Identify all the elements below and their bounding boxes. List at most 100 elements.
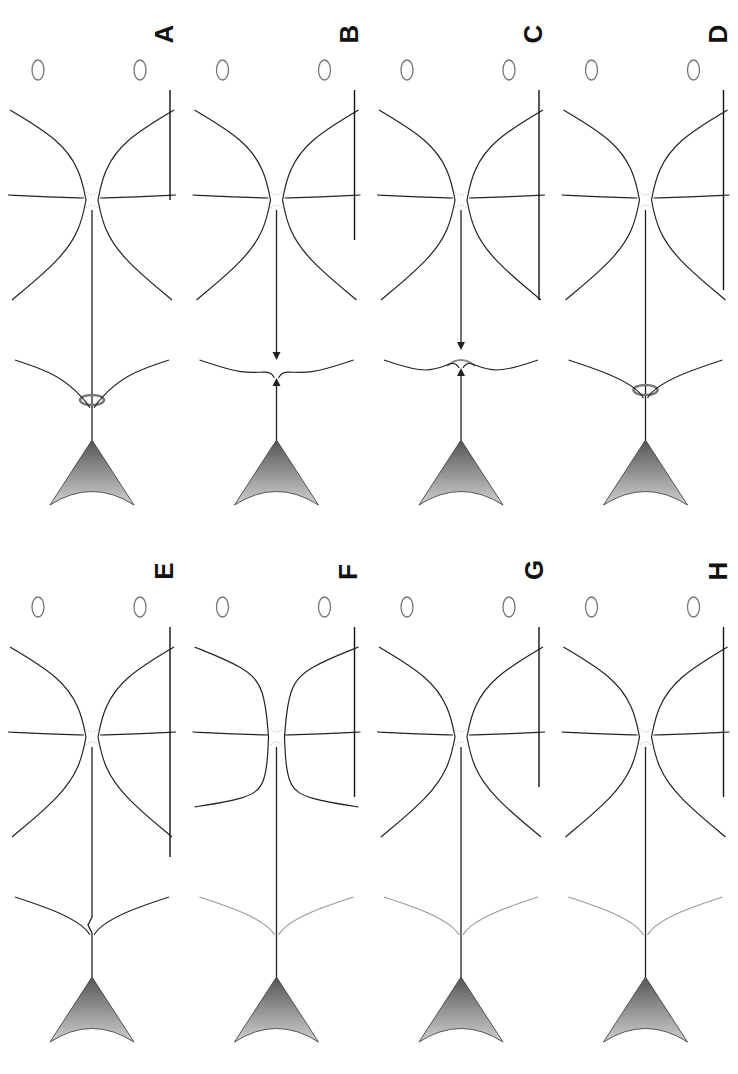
arm-line <box>15 897 90 935</box>
shaded-fork <box>235 440 319 505</box>
midline <box>460 747 461 977</box>
cartilage-line <box>8 732 84 735</box>
cartilage-line <box>377 195 453 198</box>
panel-drawing <box>377 597 545 1042</box>
cartilage-line <box>654 195 730 198</box>
eye <box>319 60 331 80</box>
midline <box>645 210 646 440</box>
panel-drawing <box>377 60 545 505</box>
cartilage-line <box>285 732 361 735</box>
panel-drawing <box>8 597 176 1042</box>
arm-line <box>279 360 354 378</box>
cartilage-line <box>195 110 271 200</box>
cartilage-line <box>285 737 359 807</box>
cartilage-line <box>652 647 728 737</box>
cartilage-line <box>10 110 86 200</box>
panel-drawing <box>8 60 176 505</box>
shaded-fork <box>235 977 319 1042</box>
scale-bar <box>538 627 539 787</box>
panel-letter: H <box>704 560 732 581</box>
cartilage-line <box>283 200 357 300</box>
joint <box>271 192 283 208</box>
cartilage-line <box>100 732 176 735</box>
joint <box>86 729 98 745</box>
joint <box>455 729 467 745</box>
panel-letter: A <box>150 23 178 44</box>
cartilage-line <box>98 647 174 737</box>
panel-letter: E <box>150 562 178 581</box>
cartilage-line <box>193 732 269 735</box>
cartilage-line <box>566 737 640 837</box>
midline <box>276 747 277 977</box>
panel-drawing <box>193 597 361 1042</box>
cartilage-line <box>652 737 726 837</box>
cartilage-line <box>197 200 271 300</box>
midline <box>460 210 461 346</box>
arm-line <box>200 897 275 935</box>
scale-bar <box>169 90 170 200</box>
cartilage-line <box>652 200 726 300</box>
arrowhead <box>273 352 281 360</box>
cartilage-line <box>564 110 640 200</box>
joint <box>640 729 652 745</box>
cartilage-line <box>469 732 545 735</box>
scale-bar <box>354 627 355 797</box>
eye <box>217 60 229 80</box>
shaded-fork <box>604 440 688 505</box>
panel-letter: G <box>520 559 548 581</box>
cartilage-line <box>8 195 84 198</box>
shaded-fork <box>419 977 503 1042</box>
cartilage-line <box>195 737 269 807</box>
midline <box>276 380 277 440</box>
cartilage-line <box>566 200 640 300</box>
cartilage-line <box>10 647 86 737</box>
scale-bar <box>354 90 355 240</box>
arm-line <box>384 897 459 935</box>
arm-line <box>463 360 538 370</box>
midline <box>460 370 461 440</box>
cartilage-line <box>469 195 545 198</box>
arm-line <box>94 360 169 408</box>
cartilage-line <box>285 195 361 198</box>
shaded-fork <box>604 977 688 1042</box>
cartilage-line <box>283 110 359 200</box>
cartilage-line <box>12 200 86 300</box>
panel-drawing <box>562 597 730 1042</box>
eye <box>134 597 146 617</box>
midline <box>88 747 92 977</box>
eye <box>503 60 515 80</box>
scale-bar <box>723 90 724 290</box>
panel-drawing <box>193 60 361 505</box>
arm-line <box>200 360 275 378</box>
arm-line <box>94 897 169 935</box>
arm-line <box>648 897 723 935</box>
cartilage-line <box>467 647 543 737</box>
cartilage-line <box>654 732 730 735</box>
cartilage-line <box>564 647 640 737</box>
panel-letter: C <box>519 23 547 44</box>
midline <box>645 747 646 977</box>
eye <box>688 60 700 80</box>
arm-line <box>279 897 354 935</box>
cartilage-line <box>377 732 453 735</box>
shaded-fork <box>50 440 134 505</box>
cartilage-line <box>381 737 455 837</box>
scale-bar <box>723 627 724 797</box>
cartilage-line <box>381 200 455 300</box>
scale-bar <box>538 90 539 300</box>
midline <box>276 210 277 356</box>
cartilage-line <box>193 195 269 198</box>
eye <box>217 597 229 617</box>
cartilage-line <box>379 110 455 200</box>
joint <box>455 192 467 208</box>
eye <box>134 60 146 80</box>
cartilage-line <box>98 200 172 300</box>
arrowhead <box>273 378 281 386</box>
cartilage-line <box>98 110 174 200</box>
cartilage-line <box>467 737 541 837</box>
shaded-fork <box>419 440 503 505</box>
eye <box>319 597 331 617</box>
cartilage-line <box>285 647 359 737</box>
joint <box>271 729 283 745</box>
